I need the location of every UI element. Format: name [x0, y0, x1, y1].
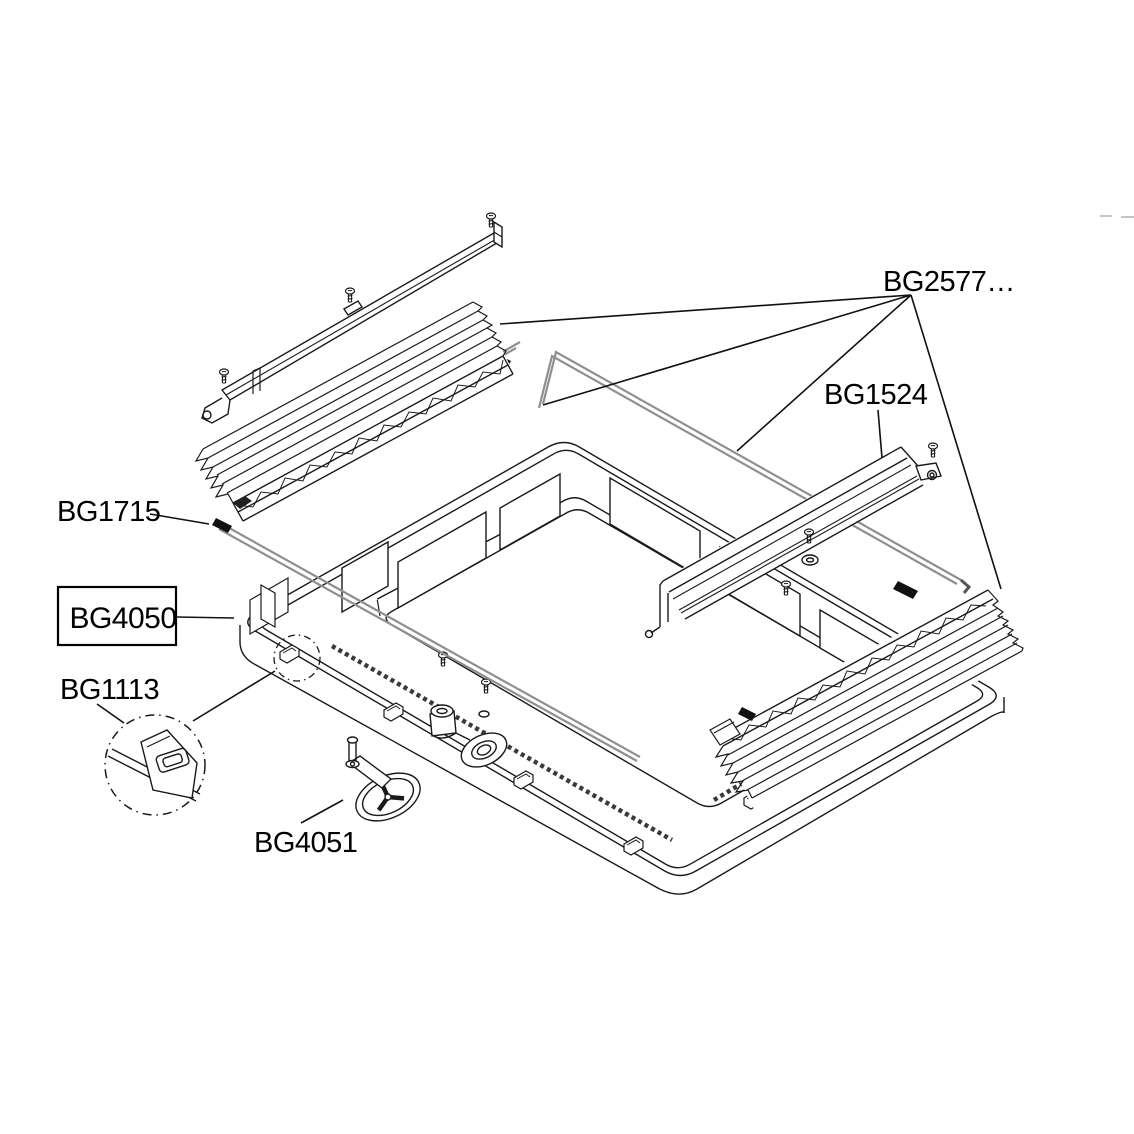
leader-line-bg2577 — [499, 294, 1002, 590]
clip-reference-circle — [273, 634, 321, 682]
leader-line-bg1524 — [877, 409, 883, 459]
part-label-bg2577: BG2577… — [883, 266, 1015, 298]
part-label-box-bg4050 — [56, 585, 178, 647]
pleated-blind-bottom — [709, 585, 1030, 813]
part-label-bg1113: BG1113 — [60, 674, 159, 706]
part-label-bg4051: BG4051 — [254, 827, 357, 859]
screw — [927, 442, 939, 458]
rail-bg1524 — [644, 442, 942, 639]
part-label-bg1715: BG1715 — [57, 496, 160, 528]
blind-spring-bottom — [723, 604, 987, 741]
leader-line-bg4050 — [175, 616, 235, 619]
screw — [344, 287, 356, 303]
part-label-bg1524: BG1524 — [824, 379, 928, 411]
leader-line-bg1113 — [96, 670, 276, 724]
leader-line-bg4051 — [300, 799, 344, 824]
screw — [218, 368, 230, 384]
detail-circle-bg1113 — [104, 714, 206, 816]
crank-handle-bg4051 — [345, 736, 421, 822]
winder-mechanism — [429, 704, 508, 768]
blind-spring-top — [235, 359, 504, 508]
frame-side-wall — [239, 625, 1005, 895]
frame-corner-divider — [249, 576, 289, 636]
leader-lines — [96, 294, 1002, 824]
print-artifact — [1100, 215, 1134, 218]
pleated-blind-top — [194, 299, 516, 526]
top-cover-rail — [201, 212, 504, 424]
leader-line-bg1715 — [149, 513, 210, 525]
part-label-bg4050: BG4050 — [69, 602, 176, 635]
part-labels: BG2577… BG1524 BG1715 BG4050 BG1113 BG40… — [56, 266, 1015, 859]
